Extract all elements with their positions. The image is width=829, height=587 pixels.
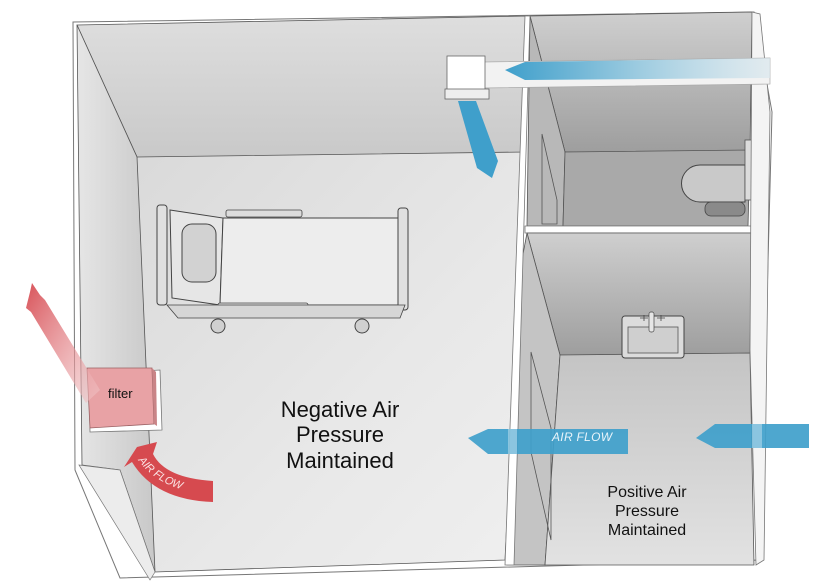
outer-wall-lower-left (78, 464, 156, 581)
supply-diffuser (444, 55, 490, 100)
supply-duct-arrow (505, 58, 770, 80)
hospital-bed (156, 204, 409, 334)
positive-pressure-label: Positive Air Pressure Maintained (572, 483, 722, 541)
toilet (681, 139, 754, 217)
transfer-airflow-label: AIR FLOW (552, 430, 613, 444)
negative-pressure-label: Negative Air Pressure Maintained (235, 397, 445, 473)
filter-label: filter (108, 386, 133, 401)
negative-pressure-line-2: Pressure (295, 422, 385, 448)
negative-pressure-line-3: Maintained (286, 447, 394, 473)
bathroom-door (541, 133, 558, 225)
wall-overlay (508, 429, 517, 454)
filter-unit (86, 367, 163, 433)
incoming-airflow-arrow (696, 424, 809, 448)
sink (621, 311, 685, 359)
anteroom-floor (544, 352, 755, 566)
positive-pressure-line-1: Positive Air (607, 484, 687, 501)
negative-pressure-line-1: Negative Air (280, 397, 400, 422)
anteroom-door (530, 351, 552, 541)
positive-pressure-line-3: Maintained (607, 522, 687, 540)
transfer-airflow-arrow (468, 429, 628, 454)
partition-vertical (504, 15, 531, 566)
supply-airflow-arrow (458, 101, 498, 178)
return-airflow-curved-arrow (124, 442, 213, 502)
wall-overlay (752, 424, 762, 448)
exhaust-airflow-arrow (26, 283, 100, 403)
partition-horizontal (524, 225, 757, 234)
positive-pressure-line-2: Pressure (614, 503, 680, 521)
